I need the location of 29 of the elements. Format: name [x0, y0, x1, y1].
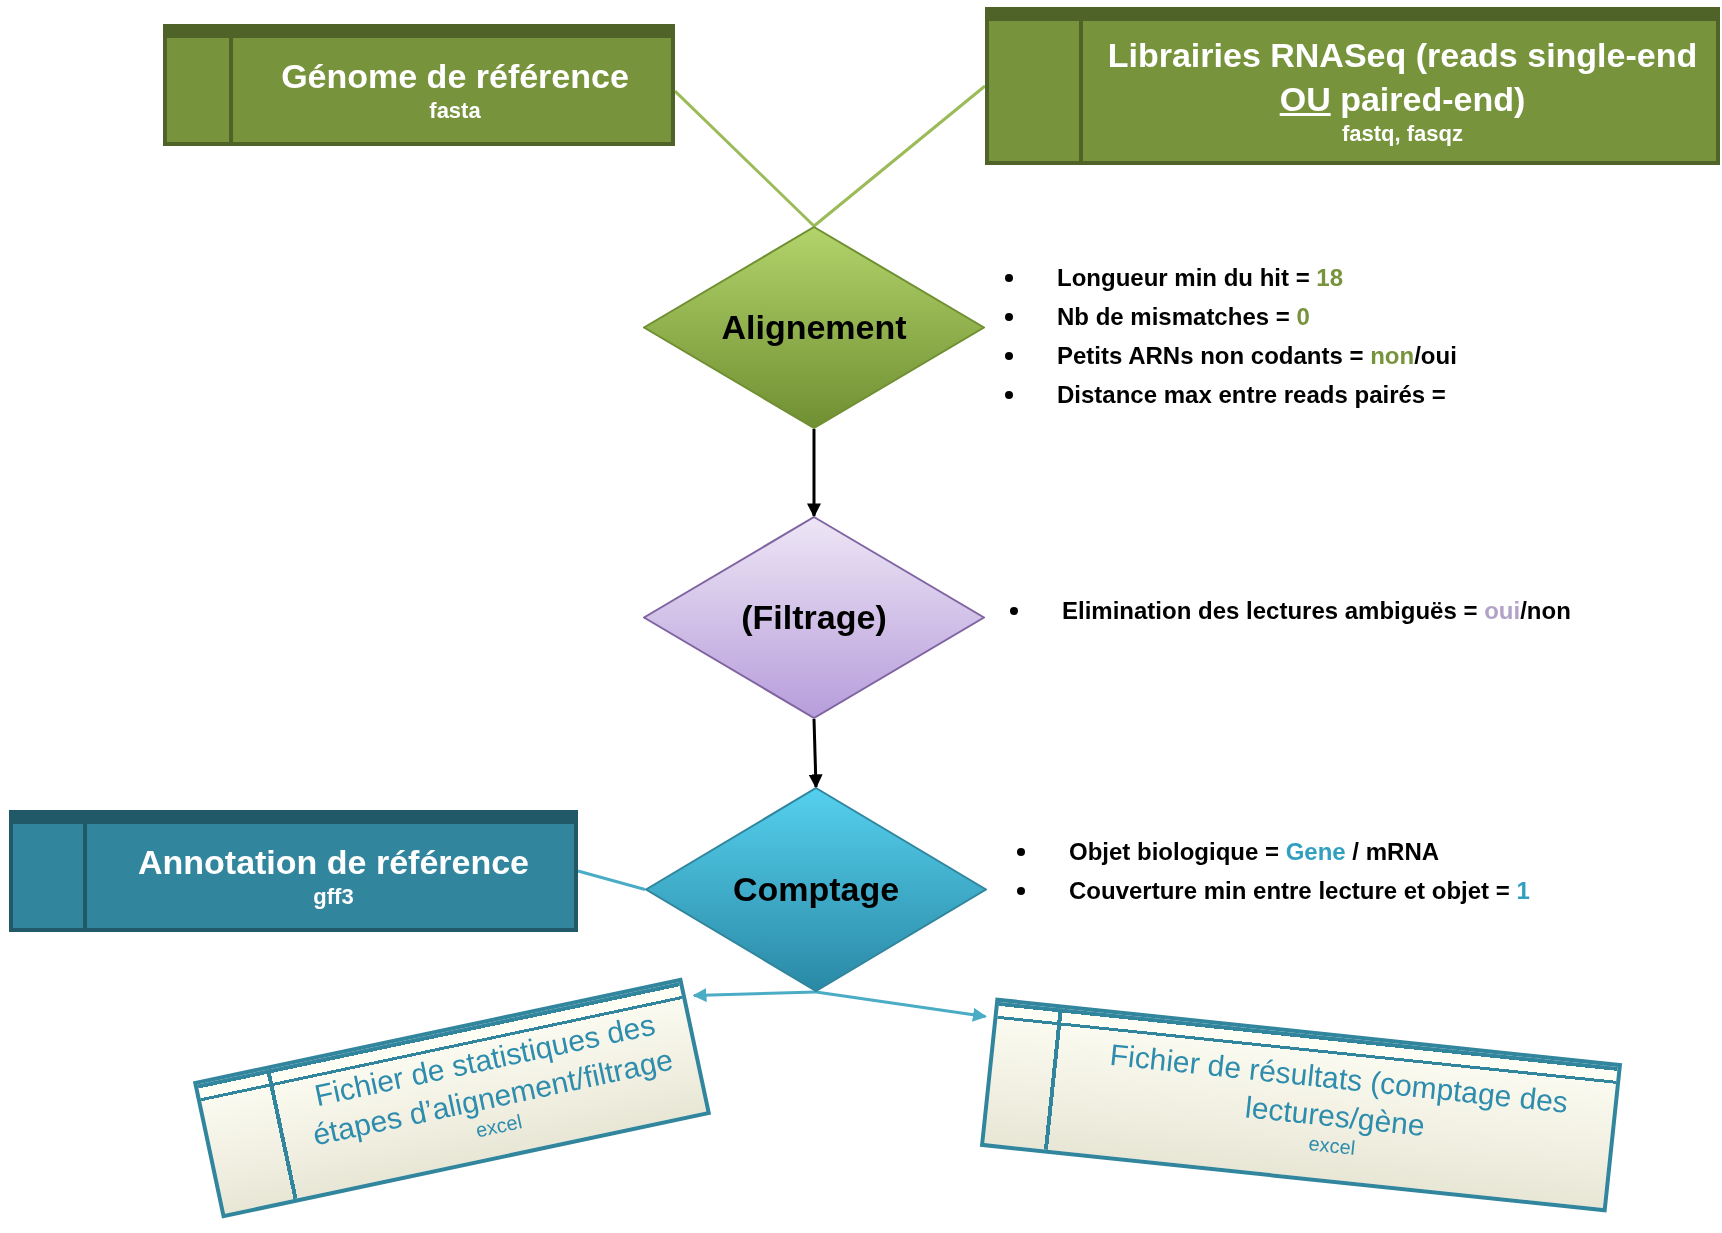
connector-line: [577, 869, 646, 891]
file-format: fasta: [429, 97, 481, 125]
arrow: [807, 429, 821, 518]
box-title: Annotation de référence: [137, 841, 530, 883]
file-format: fastq, fasqz: [1342, 121, 1463, 148]
process-box: [985, 7, 1720, 165]
parameter-text: Petits ARNs non codants = non/oui: [1057, 341, 1457, 371]
file-format: gff3: [313, 883, 354, 911]
box-title: Génome de référence: [281, 55, 629, 97]
arrow: [692, 988, 817, 1003]
process-box: [163, 24, 675, 146]
arrow: [815, 990, 987, 1022]
parameter-text: Distance max entre reads pairés =: [1057, 380, 1446, 410]
arrow: [808, 718, 823, 789]
decision-diamond: [645, 787, 987, 992]
connector-line: [813, 84, 986, 228]
file-format: excel: [1307, 1132, 1357, 1160]
step-title: Comptage: [732, 870, 900, 909]
parameter-text: Objet biologique = Gene / mRNA: [1069, 837, 1440, 867]
step-title: Alignement: [721, 308, 907, 347]
process-box: [9, 810, 578, 932]
parameter-text: Couverture min entre lecture et objet = 1: [1069, 876, 1530, 906]
decision-diamond: [643, 226, 985, 429]
parameter-text: Nb de mismatches = 0: [1057, 302, 1310, 332]
box-title: Librairies RNASeq (reads single-end OU paired-end): [1106, 34, 1699, 120]
decision-diamond: [643, 516, 985, 719]
parameter-text: Longueur min du hit = 18: [1057, 263, 1343, 293]
step-title: (Filtrage): [741, 598, 887, 637]
parameter-text: Elimination des lectures ambiguës = oui/non: [1062, 596, 1571, 626]
